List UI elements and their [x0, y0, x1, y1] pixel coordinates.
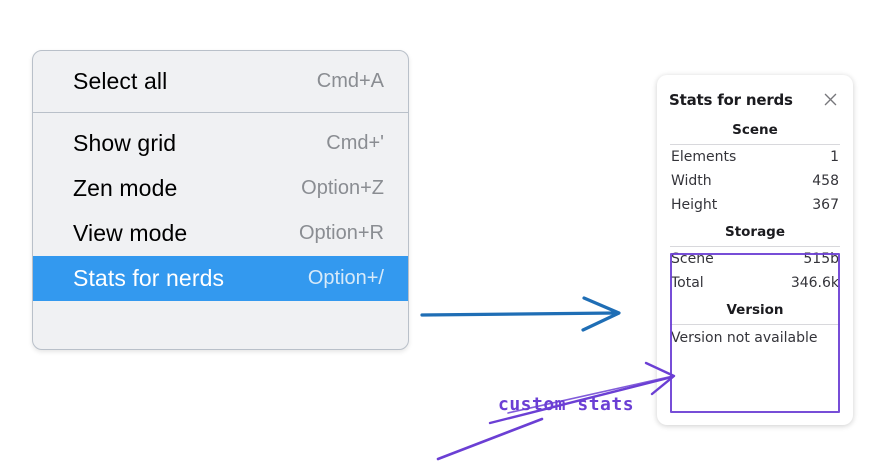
- context-menu[interactable]: Select all Cmd+A Show grid Cmd+' Zen mod…: [32, 50, 409, 350]
- menu-item-zen-mode[interactable]: Zen mode Option+Z: [33, 166, 408, 211]
- menu-item-label: Stats for nerds: [73, 265, 225, 291]
- stat-row: Height 367: [669, 193, 841, 217]
- panel-header: Stats for nerds: [669, 75, 841, 115]
- menu-item-shortcut: Option+Z: [301, 177, 384, 199]
- stat-label: Width: [671, 173, 712, 189]
- stat-value: 367: [812, 197, 839, 213]
- annotation-label: custom stats: [498, 394, 635, 415]
- section-heading: Storage: [724, 224, 786, 240]
- menu-group-2: Show grid Cmd+' Zen mode Option+Z View m…: [33, 112, 408, 309]
- menu-item-shortcut: Option+/: [307, 267, 384, 289]
- section-version: Version Version not available: [669, 295, 841, 346]
- stat-label: Scene: [671, 251, 714, 267]
- stat-value: 346.6k: [790, 275, 839, 291]
- menu-item-label: View mode: [73, 220, 188, 246]
- menu-item-label: Select all: [73, 68, 168, 94]
- section-heading: Scene: [732, 122, 778, 138]
- menu-group-1: Select all Cmd+A: [33, 51, 408, 112]
- stat-value: 515b: [803, 251, 839, 267]
- menu-item-show-grid[interactable]: Show grid Cmd+': [33, 121, 408, 166]
- blue-arrow-icon: [420, 296, 621, 332]
- menu-item-stats-for-nerds[interactable]: Stats for nerds Option+/: [33, 256, 408, 301]
- stats-for-nerds-panel[interactable]: Stats for nerds Scene Elements 1 Width 4…: [657, 75, 853, 425]
- section-divider: [670, 144, 840, 145]
- stat-row: Scene 515b: [669, 247, 841, 271]
- stat-row: Total 346.6k: [669, 271, 841, 295]
- stat-row: Elements 1: [669, 145, 841, 169]
- stat-row: Width 458: [669, 169, 841, 193]
- section-storage: Storage Scene 515b Total 346.6k: [669, 217, 841, 295]
- stat-label: Elements: [671, 149, 737, 165]
- section-divider: [670, 324, 840, 325]
- section-heading: Version: [726, 302, 784, 318]
- menu-item-shortcut: Cmd+A: [316, 70, 384, 92]
- stat-label: Total: [671, 275, 704, 291]
- section-scene: Scene Elements 1 Width 458 Height 367: [669, 115, 841, 217]
- version-note: Version not available: [671, 330, 818, 346]
- menu-item-label: Show grid: [73, 130, 177, 156]
- menu-item-shortcut: Cmd+': [326, 132, 384, 154]
- menu-item-shortcut: Option+R: [298, 222, 384, 244]
- menu-item-select-all[interactable]: Select all Cmd+A: [33, 59, 408, 104]
- menu-item-view-mode[interactable]: View mode Option+R: [33, 211, 408, 256]
- menu-item-label: Zen mode: [73, 175, 178, 201]
- stat-value: 1: [830, 149, 839, 165]
- stat-value: 458: [812, 173, 839, 189]
- section-divider: [670, 246, 840, 247]
- panel-title: Stats for nerds: [669, 90, 793, 109]
- stat-label: Height: [671, 197, 718, 213]
- close-icon[interactable]: [822, 91, 839, 108]
